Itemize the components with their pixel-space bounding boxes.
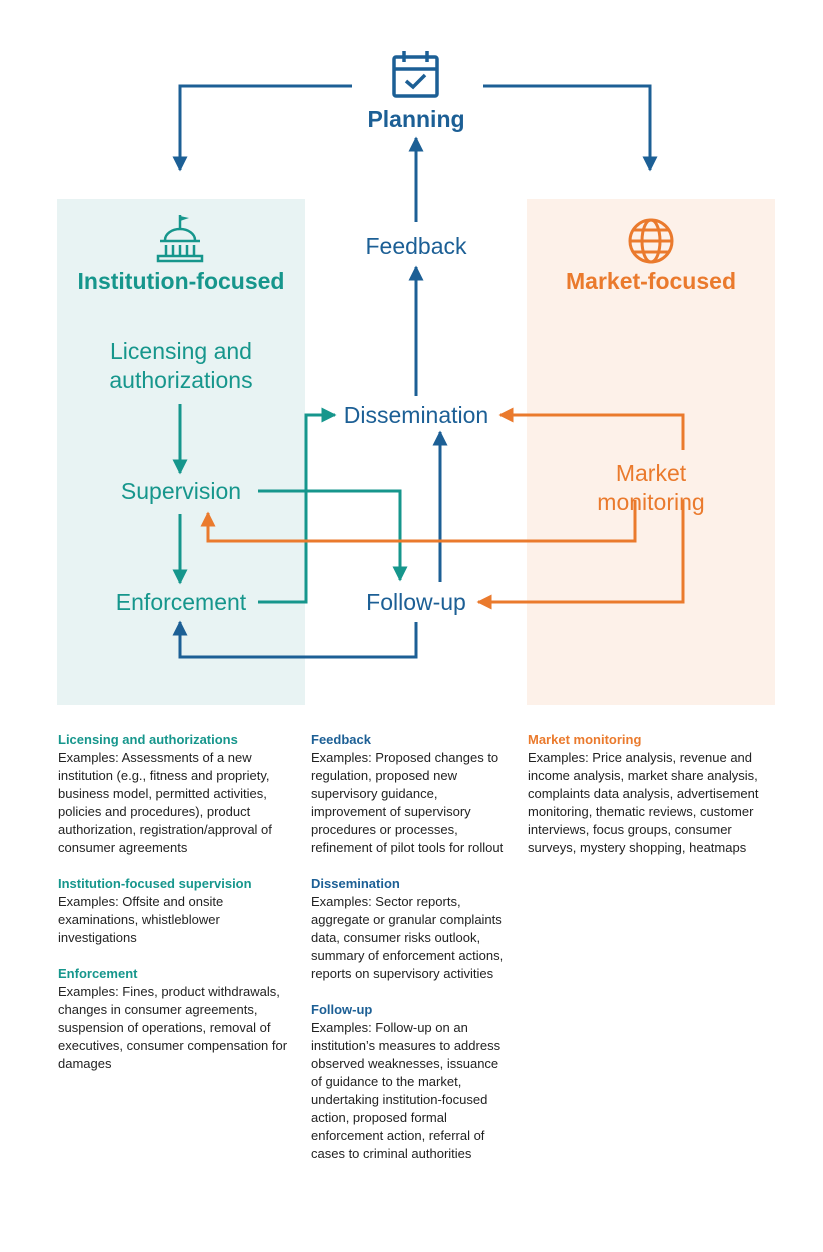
enforcement-description-title: Enforcement xyxy=(58,966,138,981)
description-column-middle: Feedback Examples: Proposed changes to r… xyxy=(311,731,511,1181)
market-focused-title: Market-focused xyxy=(566,268,736,294)
licensing-node: Licensing and authorizations xyxy=(109,338,253,393)
enforcement-description-text: Examples: Fines, product withdrawals, ch… xyxy=(58,984,288,1071)
feedback-description: Feedback Examples: Proposed changes to r… xyxy=(311,731,511,857)
enforcement-node: Enforcement xyxy=(115,589,247,615)
market-monitoring-description: Market monitoring Examples: Price analys… xyxy=(528,731,773,857)
government-building-icon xyxy=(156,215,204,263)
arrow-monitoring-to-supervision xyxy=(200,500,637,543)
follow-up-description-title: Follow-up xyxy=(311,1002,373,1017)
arrow-followup-to-enforcement xyxy=(172,620,418,659)
market-panel xyxy=(527,199,775,705)
licensing-description: Licensing and authorizations Examples: A… xyxy=(58,731,298,857)
dissemination-description-title: Dissemination xyxy=(311,876,400,891)
market-monitoring-description-title: Market monitoring xyxy=(528,732,642,747)
arrow-supervision-to-followup xyxy=(258,489,408,582)
globe-icon xyxy=(628,218,674,264)
supervision-description-text: Examples: Offsite and onsite examination… xyxy=(58,894,224,945)
licensing-description-title: Licensing and authorizations xyxy=(58,732,238,747)
supervision-node: Supervision xyxy=(120,478,242,504)
feedback-node: Feedback xyxy=(365,233,467,259)
arrow-planning-to-institution xyxy=(172,84,352,172)
supervision-description-title: Institution-focused supervision xyxy=(58,876,252,891)
follow-up-node: Follow-up xyxy=(366,589,466,615)
follow-up-description: Follow-up Examples: Follow-up on an inst… xyxy=(311,1001,511,1163)
market-monitoring-node: Market monitoring xyxy=(597,460,705,515)
planning-label: Planning xyxy=(367,106,465,132)
follow-up-description-text: Examples: Follow-up on an institution’s … xyxy=(311,1020,501,1161)
description-column-right: Market monitoring Examples: Price analys… xyxy=(528,731,773,875)
market-monitoring-description-text: Examples: Price analysis, revenue and in… xyxy=(528,750,759,855)
arrow-monitoring-to-followup xyxy=(476,500,685,610)
licensing-description-text: Examples: Assessments of a new instituti… xyxy=(58,750,272,855)
dissemination-description: Dissemination Examples: Sector reports, … xyxy=(311,875,511,983)
arrow-enforcement-to-dissemination xyxy=(258,407,337,604)
feedback-description-title: Feedback xyxy=(311,732,371,747)
arrow-monitoring-to-dissemination xyxy=(498,407,685,450)
flow-diagram xyxy=(156,51,685,659)
dissemination-description-text: Examples: Sector reports, aggregate or g… xyxy=(311,894,504,981)
enforcement-description: Enforcement Examples: Fines, product wit… xyxy=(58,965,298,1073)
description-column-left: Licensing and authorizations Examples: A… xyxy=(58,731,298,1091)
dissemination-node: Dissemination xyxy=(343,402,489,428)
feedback-description-text: Examples: Proposed changes to regulation… xyxy=(311,750,504,855)
supervision-description: Institution-focused supervision Examples… xyxy=(58,875,298,947)
calendar-check-icon xyxy=(392,51,439,98)
arrow-planning-to-market xyxy=(483,84,658,172)
institution-focused-title: Institution-focused xyxy=(77,268,285,294)
